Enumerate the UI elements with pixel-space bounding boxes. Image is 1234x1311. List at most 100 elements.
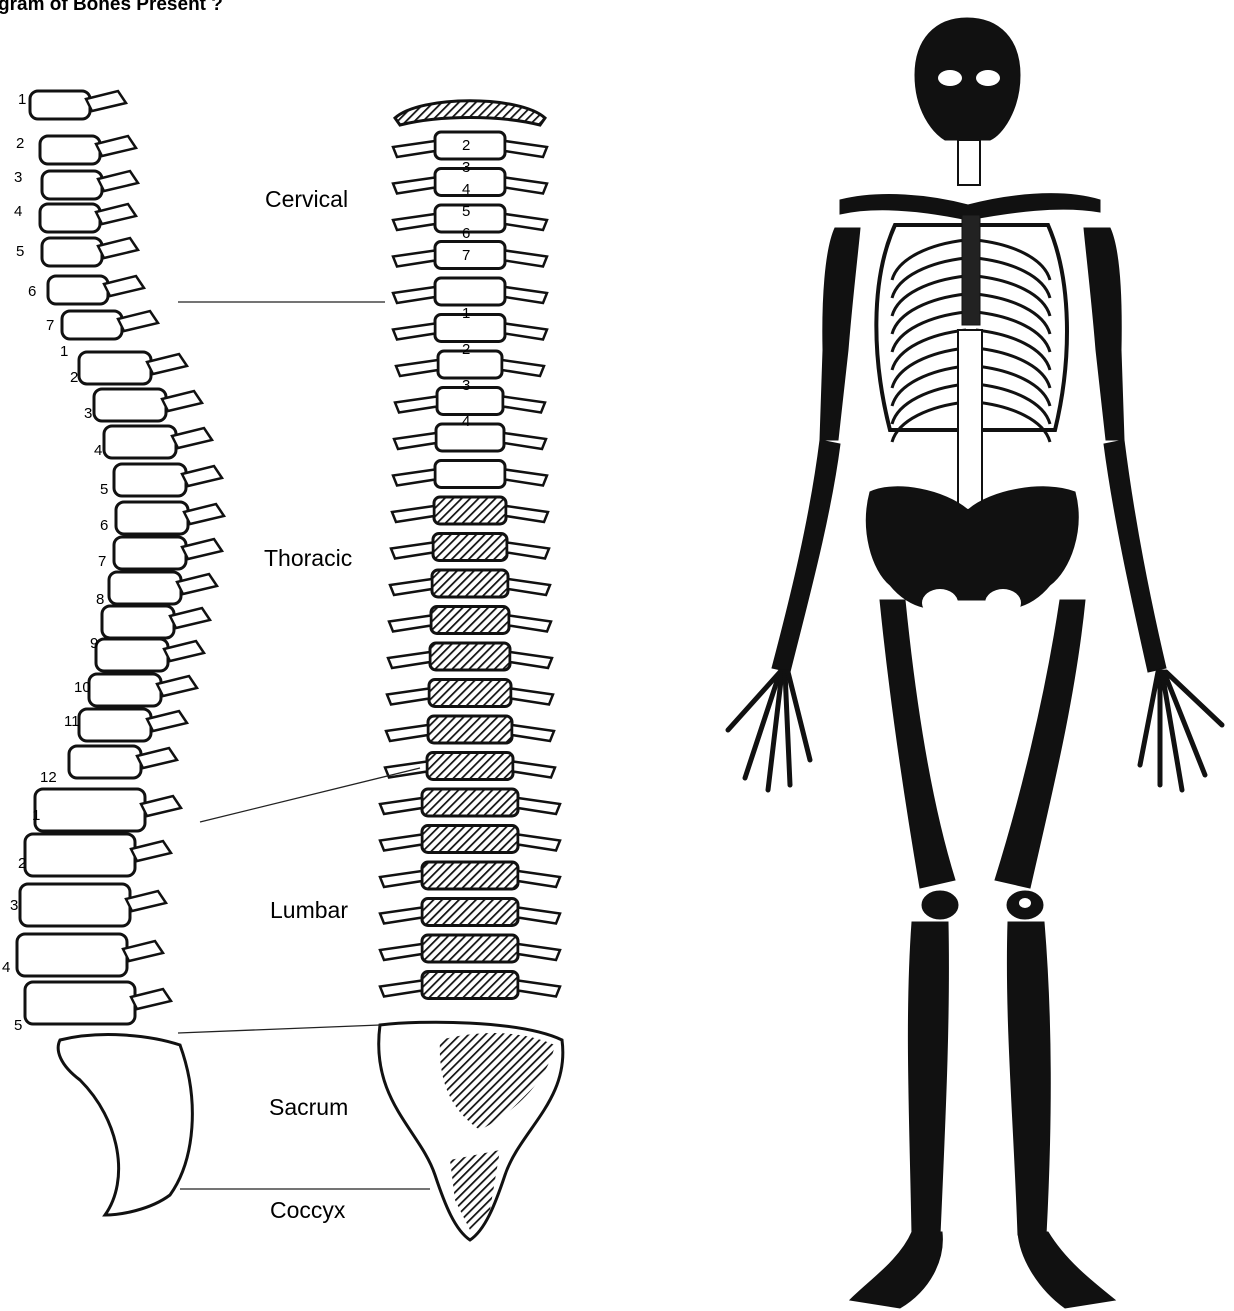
side-lumbar-vertebra	[17, 934, 163, 976]
side-thoracic-vertebra	[102, 606, 210, 638]
side-thoracic-number: 12	[40, 769, 57, 786]
front-vertebra	[389, 607, 551, 634]
left-tibia	[908, 922, 948, 1235]
side-thoracic-number: 3	[84, 405, 92, 422]
side-thoracic-number: 4	[94, 442, 102, 459]
front-vertebra	[380, 862, 560, 889]
front-cervical-number: 5	[462, 203, 470, 220]
front-vertebra	[393, 461, 547, 488]
side-thoracic-vertebra	[116, 502, 224, 534]
side-lumbar-vertebra	[20, 884, 166, 926]
side-lumbar-number: 2	[18, 855, 26, 872]
side-thoracic-number: 5	[100, 481, 108, 498]
front-vertebra	[380, 826, 560, 853]
side-thoracic-number: 9	[90, 635, 98, 652]
front-thoracic-number: 4	[462, 413, 470, 430]
side-thoracic-number: 1	[60, 343, 68, 360]
side-thoracic-vertebra	[114, 537, 222, 569]
left-forearm	[772, 440, 840, 672]
side-lumbar-number: 5	[14, 1017, 22, 1034]
side-lumbar-number: 4	[2, 959, 10, 976]
front-cervical-number: 2	[462, 137, 470, 154]
side-lumbar-number: 3	[10, 897, 18, 914]
side-thoracic-vertebra	[94, 389, 202, 421]
side-thoracic-vertebra	[104, 426, 212, 458]
front-cervical-number: 3	[462, 159, 470, 176]
front-cervical-number: 6	[462, 225, 470, 242]
front-thoracic-number: 2	[462, 341, 470, 358]
side-cervical-number: 5	[16, 243, 24, 260]
side-cervical-number: 3	[14, 169, 22, 186]
front-thoracic-number: 1	[462, 305, 470, 322]
side-cervical-vertebra	[30, 91, 126, 119]
side-cervical-vertebra	[40, 136, 136, 164]
left-femur	[880, 600, 955, 888]
side-thoracic-number: 2	[70, 369, 78, 386]
region-label-sacrum: Sacrum	[269, 1094, 348, 1121]
side-lumbar-vertebra	[35, 789, 181, 831]
front-vertebra	[392, 497, 548, 524]
right-hand	[1140, 672, 1222, 790]
side-thoracic-number: 7	[98, 553, 106, 570]
side-thoracic-vertebra	[69, 746, 177, 778]
side-cervical-vertebra	[48, 276, 144, 304]
side-lumbar-vertebra	[25, 982, 171, 1024]
front-vertebra	[388, 643, 552, 670]
side-cervical-number: 4	[14, 203, 22, 220]
side-cervical-number: 7	[46, 317, 54, 334]
side-thoracic-number: 8	[96, 591, 104, 608]
right-tibia	[1007, 922, 1050, 1235]
left-patella	[922, 891, 958, 919]
side-lumbar-number: 1	[32, 807, 40, 824]
side-thoracic-number: 10	[74, 679, 91, 696]
right-foot	[1018, 1232, 1115, 1308]
region-label-thoracic: Thoracic	[264, 545, 352, 572]
full-skeleton	[728, 18, 1222, 1308]
side-thoracic-number: 11	[64, 713, 80, 730]
side-cervical-vertebra	[42, 171, 138, 199]
right-forearm	[1104, 440, 1166, 672]
front-vertebra	[380, 935, 560, 962]
front-vertebra	[393, 278, 547, 305]
front-cervical-number: 4	[462, 181, 470, 198]
left-humerus	[820, 228, 860, 440]
region-label-coccyx: Coccyx	[270, 1197, 345, 1224]
front-vertebra	[380, 789, 560, 816]
side-thoracic-vertebra	[79, 709, 187, 741]
region-label-lumbar: Lumbar	[270, 897, 348, 924]
side-cervical-vertebra	[42, 238, 138, 266]
side-cervical-vertebra	[40, 204, 136, 232]
side-lumbar-vertebra	[25, 834, 171, 876]
right-humerus	[1084, 228, 1124, 440]
side-thoracic-vertebra	[79, 352, 187, 384]
side-thoracic-vertebra	[96, 639, 204, 671]
region-label-cervical: Cervical	[265, 186, 348, 213]
right-femur	[995, 600, 1085, 888]
front-thoracic-number: 3	[462, 377, 470, 394]
side-thoracic-vertebra	[109, 572, 217, 604]
front-vertebra	[390, 570, 550, 597]
side-thoracic-vertebra	[114, 464, 222, 496]
front-vertebra	[386, 716, 554, 743]
front-vertebra	[391, 534, 549, 561]
front-cervical-number: 7	[462, 247, 470, 264]
front-view-spine: 2 3 4 5 6 7 1 2 3 4	[379, 101, 563, 1240]
left-hand	[728, 672, 810, 790]
front-vertebra	[387, 680, 553, 707]
skull	[915, 18, 1020, 140]
front-vertebra	[385, 753, 555, 780]
side-thoracic-number: 6	[100, 517, 108, 534]
left-foot	[850, 1232, 942, 1308]
front-vertebra	[380, 972, 560, 999]
side-cervical-vertebra	[62, 311, 158, 339]
front-vertebra	[380, 899, 560, 926]
side-cervical-number: 2	[16, 135, 24, 152]
side-sacrum	[58, 1035, 192, 1215]
side-cervical-number: 6	[28, 283, 36, 300]
divider-lumbar-sacrum	[178, 1025, 380, 1033]
front-atlas	[395, 101, 545, 125]
side-cervical-number: 1	[18, 91, 26, 108]
side-thoracic-vertebra	[89, 674, 197, 706]
